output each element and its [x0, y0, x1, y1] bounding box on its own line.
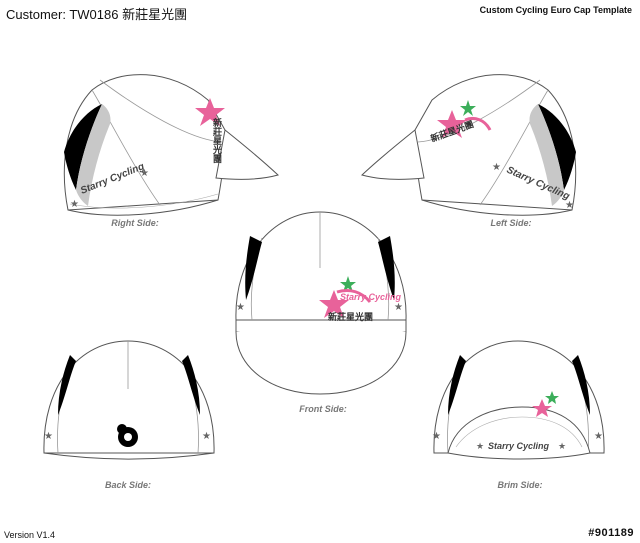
- cap-back-side: ★ ★: [43, 340, 215, 460]
- pink-star-right: [195, 98, 225, 126]
- team-name-front: 新莊星光團: [328, 311, 373, 323]
- svg-text:★: ★: [565, 200, 574, 211]
- label-left-side: Left Side:: [490, 218, 532, 228]
- cap-left-side: Starry Cycling ★ ★ 新莊星光團: [361, 74, 577, 216]
- svg-text:★: ★: [202, 431, 211, 442]
- cap-front-side: ★ ★ Starry Cycling 新莊星光團: [235, 211, 407, 395]
- brand-text-front: Starry Cycling: [340, 292, 402, 302]
- svg-text:★: ★: [492, 162, 501, 173]
- cap-right-side: Starry Cycling ★ ★ 新莊星光團: [63, 74, 279, 216]
- svg-text:★: ★: [594, 431, 603, 442]
- label-right-side: Right Side:: [111, 218, 159, 228]
- customer-label: Customer: TW0186 新莊星光團: [6, 7, 188, 22]
- svg-text:★: ★: [558, 441, 566, 451]
- pink-star-front: [319, 290, 349, 318]
- svg-text:★: ★: [394, 302, 403, 313]
- svg-text:★: ★: [140, 168, 149, 179]
- pink-star-brim: [532, 399, 552, 417]
- svg-text:★: ★: [236, 302, 245, 313]
- label-brim-side: Brim Side:: [497, 480, 543, 490]
- svg-text:★: ★: [476, 441, 484, 451]
- svg-text:★: ★: [44, 431, 53, 442]
- version-label: Version V1.4: [4, 530, 56, 540]
- brand-text-brim: Starry Cycling: [488, 441, 550, 451]
- template-title: Custom Cycling Euro Cap Template: [479, 5, 632, 15]
- green-star-brim: [545, 391, 559, 404]
- svg-text:★: ★: [70, 199, 79, 210]
- cap-brim-side: Starry Cycling ★ ★ ★ ★: [432, 340, 605, 460]
- label-back-side: Back Side:: [104, 480, 152, 490]
- champion-logo-icon: [117, 424, 138, 447]
- green-star-left: [460, 100, 476, 116]
- team-name-right: 新莊星光團: [211, 117, 223, 164]
- label-front-side: Front Side:: [299, 404, 347, 414]
- svg-text:★: ★: [432, 431, 441, 442]
- order-number: #901189: [588, 527, 634, 539]
- green-star-front: [340, 276, 356, 292]
- pink-star-left: [437, 110, 467, 138]
